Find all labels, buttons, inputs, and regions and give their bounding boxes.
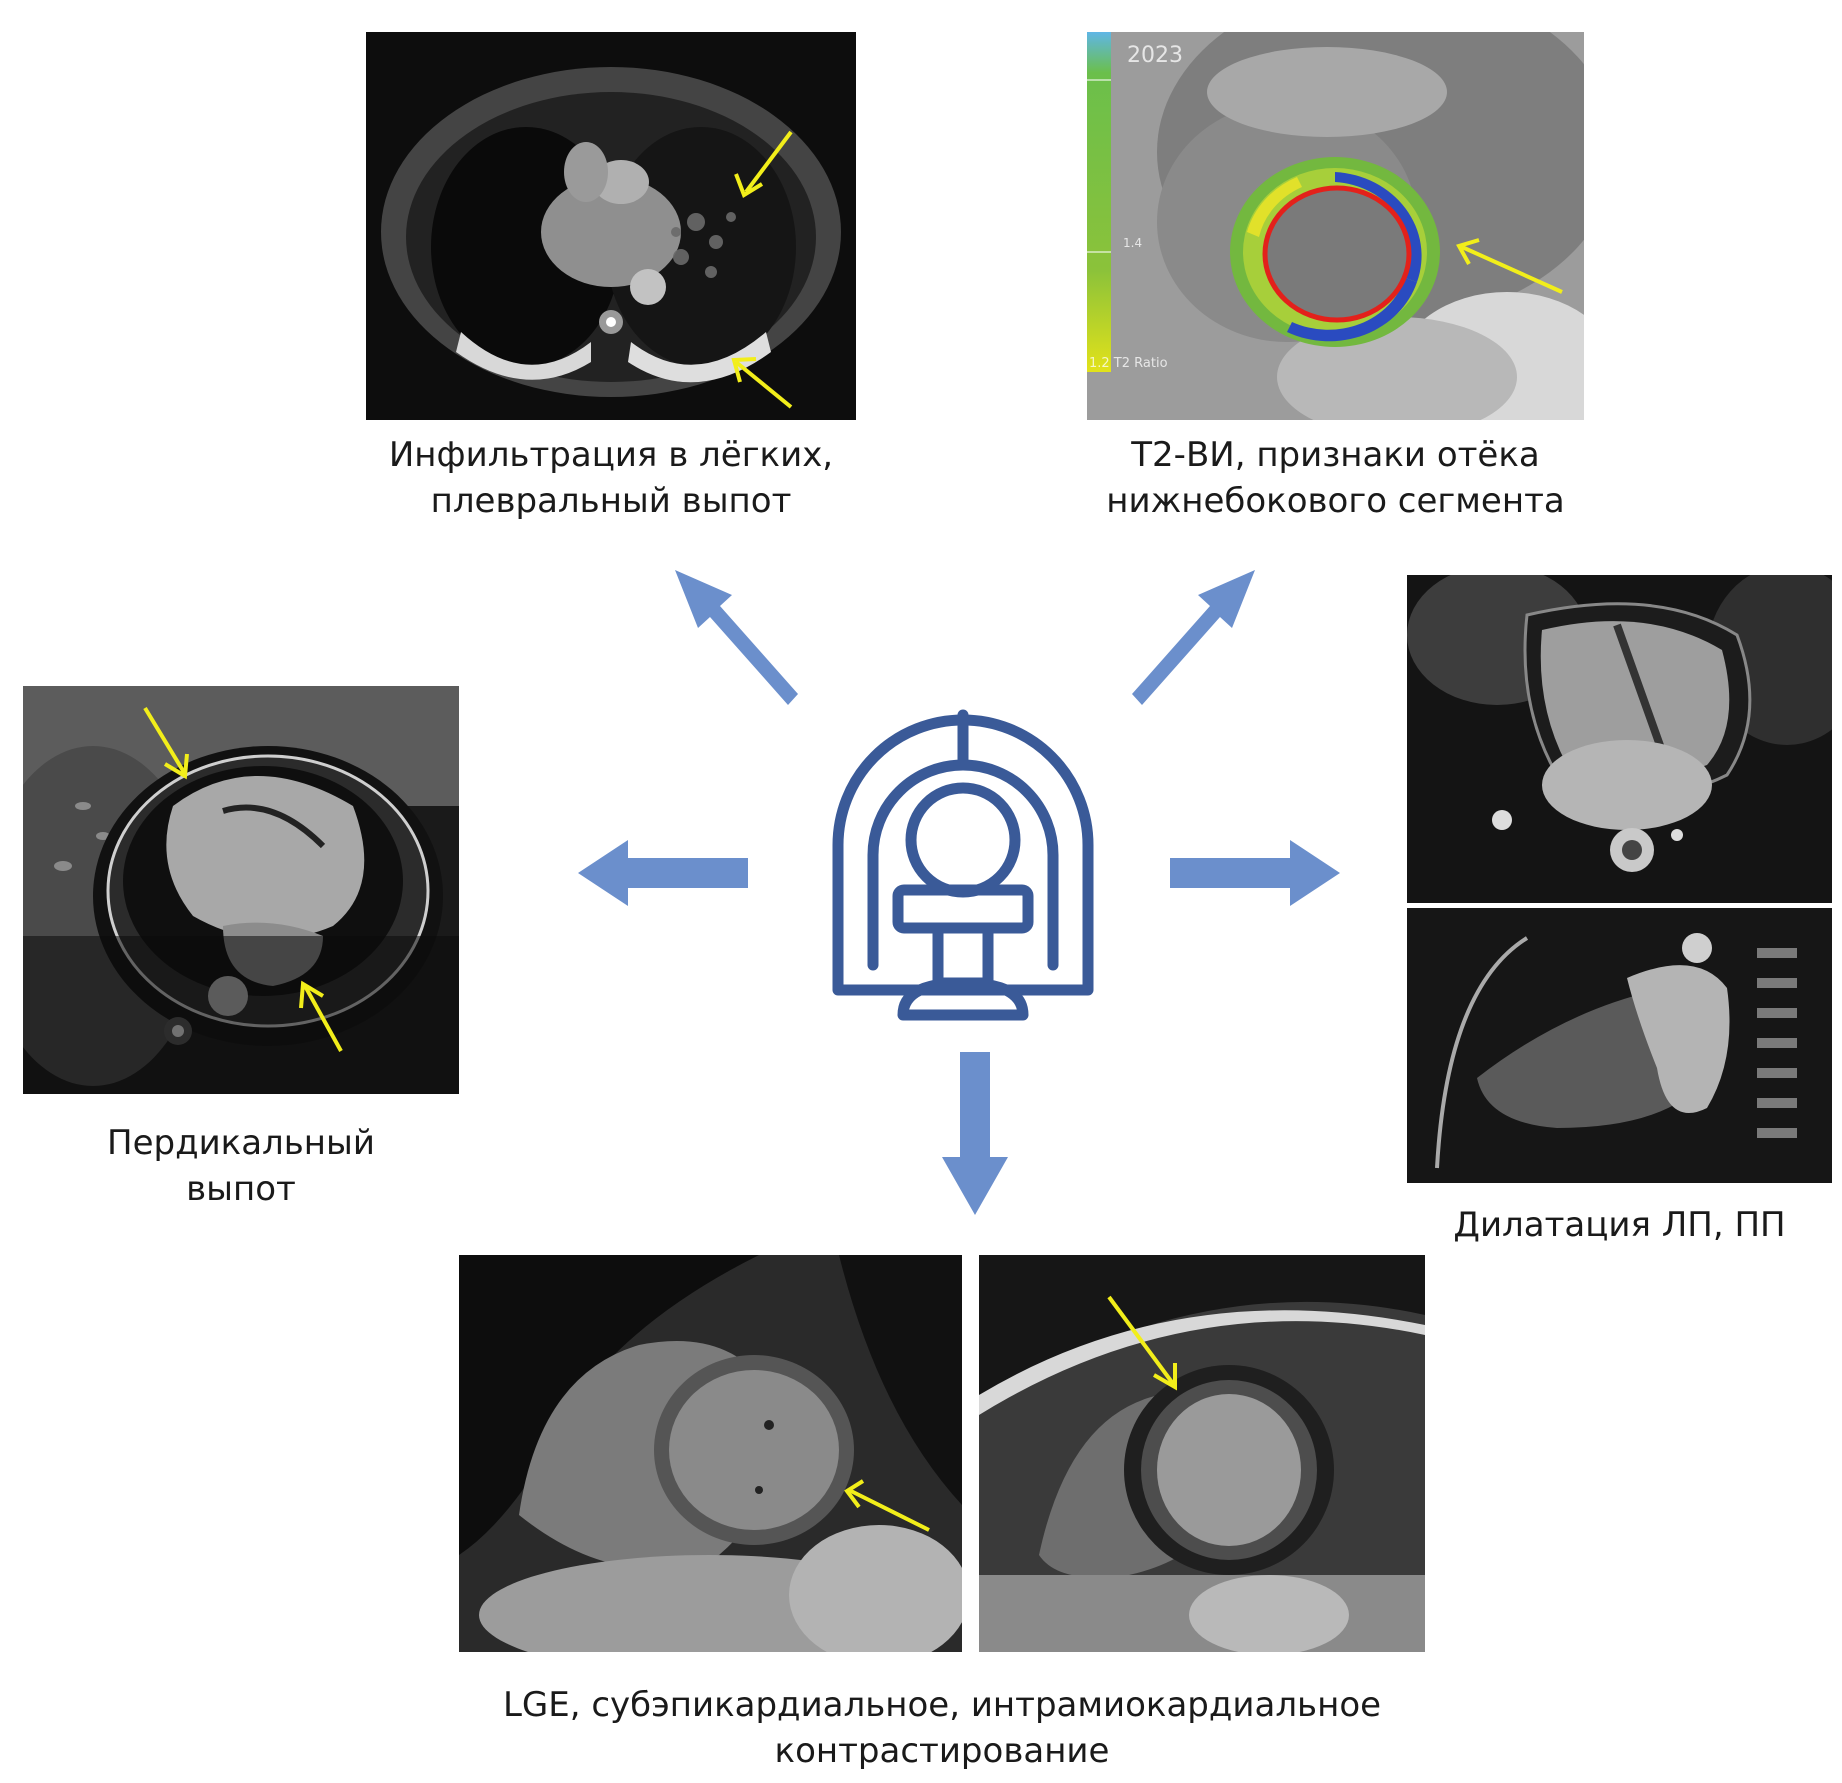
lungs-caption: Инфильтрация в лёгких, плевральный выпот [366, 432, 856, 524]
dilatation-4ch-image [1407, 575, 1832, 903]
lge-left-figure [459, 1255, 962, 1652]
t2-caption-line2: нижнебокового сегмента [1106, 481, 1565, 521]
lge-caption-line1: LGE, субэпикардиальное, интрамиокардиаль… [502, 1685, 1382, 1725]
pericardial-caption: Пердикальный выпот [23, 1120, 459, 1212]
arrow-up-left [675, 570, 798, 705]
arrow-down [942, 1052, 1008, 1215]
pericardial-caption-line1: Пердикальный [107, 1123, 375, 1163]
t2-scale-label: 1.2 T2 Ratio [1089, 356, 1168, 371]
t2-year-label: 2023 [1127, 43, 1183, 68]
lge-caption-line2: контрастирование [774, 1731, 1110, 1771]
pericardial-mri-figure [23, 686, 459, 1094]
arrow-right [1170, 840, 1340, 906]
t2-caption-line1: T2-ВИ, признаки отёка [1131, 435, 1540, 475]
pericardial-mri-image [23, 686, 459, 1094]
lungs-caption-line2: плевральный выпот [430, 481, 792, 521]
lge-right-figure [979, 1255, 1425, 1652]
dilatation-2ch-image [1407, 908, 1832, 1183]
lungs-mri-image [366, 32, 856, 420]
lge-caption: LGE, субэпикардиальное, интрамиокардиаль… [459, 1682, 1425, 1774]
t2-map-figure: 2023 1.4 1.2 T2 Ratio [1087, 32, 1584, 420]
lungs-mri-figure [366, 32, 856, 420]
lungs-caption-line1: Инфильтрация в лёгких, [388, 435, 834, 475]
dilatation-caption: Дилатация ЛП, ПП [1407, 1202, 1832, 1248]
t2-caption: T2-ВИ, признаки отёка нижнебокового сегм… [1087, 432, 1584, 524]
lge-image-right [979, 1255, 1425, 1652]
dilatation-2ch-figure [1407, 908, 1832, 1183]
dilatation-4ch-figure [1407, 575, 1832, 903]
dilatation-caption-line1: Дилатация ЛП, ПП [1453, 1205, 1786, 1245]
t2-scale-tick: 1.4 [1123, 236, 1142, 250]
arrow-up-right [1132, 570, 1255, 705]
lge-image-left [459, 1255, 962, 1652]
mri-scanner-icon [832, 709, 1094, 1021]
arrow-left [578, 840, 748, 906]
t2-map-image: 2023 1.4 1.2 T2 Ratio [1087, 32, 1584, 420]
pericardial-caption-line2: выпот [186, 1169, 296, 1209]
